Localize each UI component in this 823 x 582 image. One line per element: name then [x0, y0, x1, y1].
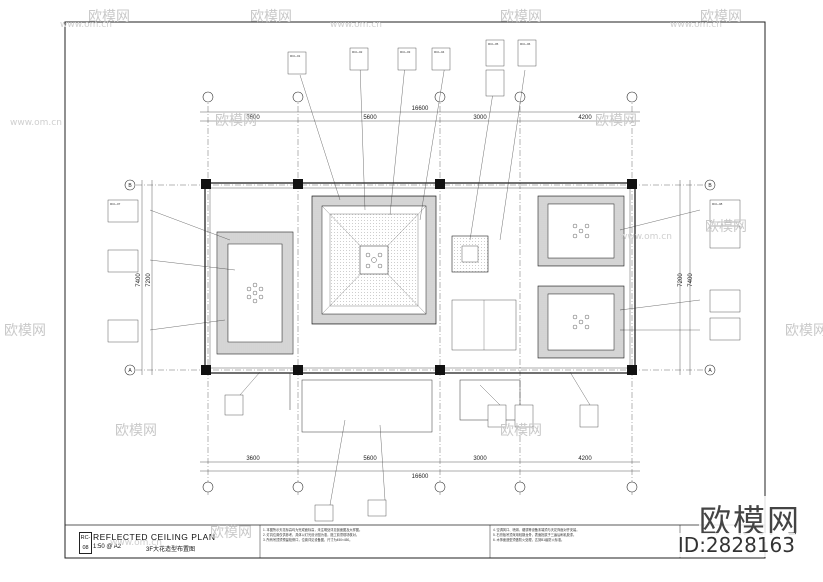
drawing-subtitle: 3F大花造型布置图: [146, 547, 196, 553]
dim-top-1: 3600: [246, 115, 260, 121]
watermark-brand: 欧模网: [210, 525, 252, 541]
watermark-url: www.om.cn: [110, 538, 162, 548]
annotation-tags: [107, 39, 741, 522]
watermark-brand: 欧模网: [88, 9, 130, 25]
ceiling-panel-right-bottom: [537, 285, 625, 359]
drawing-number-box: RC-08: [79, 532, 92, 554]
note-line: 6. 木饰面造型须做防火处理，达到B1级防火标准。: [493, 538, 565, 542]
note-line: 4. 空调风口、喷淋、烟感等设备末端须与天花饰面对齐安装。: [493, 528, 580, 532]
watermark-brand: 欧模网: [500, 9, 542, 25]
tag-label: RCL-08: [712, 202, 723, 206]
leader-lines: [149, 64, 701, 506]
dim-bottom-1: 3600: [246, 456, 260, 462]
dim-top-2: 5600: [363, 115, 377, 121]
watermark-url: www.om.cn: [60, 20, 112, 30]
building-outline: [204, 182, 636, 374]
watermark-brand: 欧模网: [700, 9, 742, 25]
watermark-brand: 欧模网: [115, 423, 157, 439]
tag-label: RCL-04: [434, 50, 445, 54]
dim-top-4: 4200: [578, 115, 592, 121]
dim-bottom-4: 4200: [578, 456, 592, 462]
dim-bottom-3: 3000: [473, 456, 487, 462]
structural-columns: [201, 179, 637, 375]
ceiling-panel-small: [451, 235, 517, 351]
drawing-scale: 1:50 @ A2: [93, 544, 122, 550]
note-line: 5. 石膏板吊顶采用轻钢龙骨，表面批腻子三遍后刷乳胶漆。: [493, 533, 577, 537]
drawing-number: RC-08: [80, 535, 91, 551]
watermark-url: www.om.cn: [670, 20, 722, 30]
grid-label-b-right: B: [708, 183, 712, 189]
grid-bubble: [202, 91, 214, 103]
dim-right-outer: 7400: [688, 273, 694, 287]
watermark-url: www.om.cn: [330, 20, 382, 30]
total-dimension-bottom: 16600: [412, 474, 429, 480]
ceiling-panel-left: [216, 231, 294, 355]
ceiling-panel-right-top: [537, 195, 625, 267]
total-dimension-top: 16600: [412, 106, 429, 112]
note-line: 2. 灯具位置仅供参考，具体以灯光设计图为准，施工前须现场核对。: [263, 533, 359, 537]
tag-label: RCL-07: [110, 202, 121, 206]
dim-left-outer: 7400: [136, 273, 142, 287]
general-notes-col2: 4. 空调风口、喷淋、烟感等设备末端须与天花饰面对齐安装。 5. 石膏板吊顶采用…: [493, 528, 678, 543]
grid-label-a-left: A: [128, 368, 132, 374]
tag-label: RCL-05: [488, 42, 499, 46]
grid-lines: [125, 95, 715, 495]
grid-label-a-right: A: [708, 368, 712, 374]
dim-right-inner: 7200: [678, 273, 684, 287]
watermark-url: www.om.cn: [620, 232, 672, 242]
tag-label: RCL-06: [520, 42, 531, 46]
lower-corridor: [289, 373, 521, 433]
watermark-id: ID:2828163: [677, 533, 795, 557]
watermark-brand: 欧模网: [4, 323, 46, 339]
watermark-brand: 欧模网: [785, 323, 823, 339]
tag-label: RCL-01: [290, 54, 301, 58]
watermark-brand: 欧模网: [500, 423, 542, 439]
tag-label: RCL-02: [352, 50, 363, 54]
dim-left-inner: 7200: [146, 273, 152, 287]
watermark-url: www.om.cn: [10, 118, 62, 128]
watermark-brand: 欧模网: [215, 113, 257, 129]
grid-label-b-left: B: [128, 183, 132, 189]
note-line: 3. 所有吊顶须预留检修口，位置详见设备图，尺寸为450×450。: [263, 538, 353, 542]
watermark-brand: 欧模网: [705, 219, 747, 235]
general-notes-col1: 1. 本图所示天花标高均为完成面标高，未注明处详见剖面图及大样图。 2. 灯具位…: [263, 528, 488, 543]
note-line: 1. 本图所示天花标高均为完成面标高，未注明处详见剖面图及大样图。: [263, 528, 363, 532]
tag-label: RCL-03: [400, 50, 411, 54]
watermark-brand: 欧模网: [250, 9, 292, 25]
watermark-brand: 欧模网: [595, 113, 637, 129]
dim-bottom-2: 5600: [363, 456, 377, 462]
drawing-title: REFLECTED CEILING PLAN: [93, 532, 216, 542]
ceiling-panel-center: [311, 195, 437, 325]
sheet-border: [64, 21, 766, 559]
dim-top-3: 3000: [473, 115, 487, 121]
